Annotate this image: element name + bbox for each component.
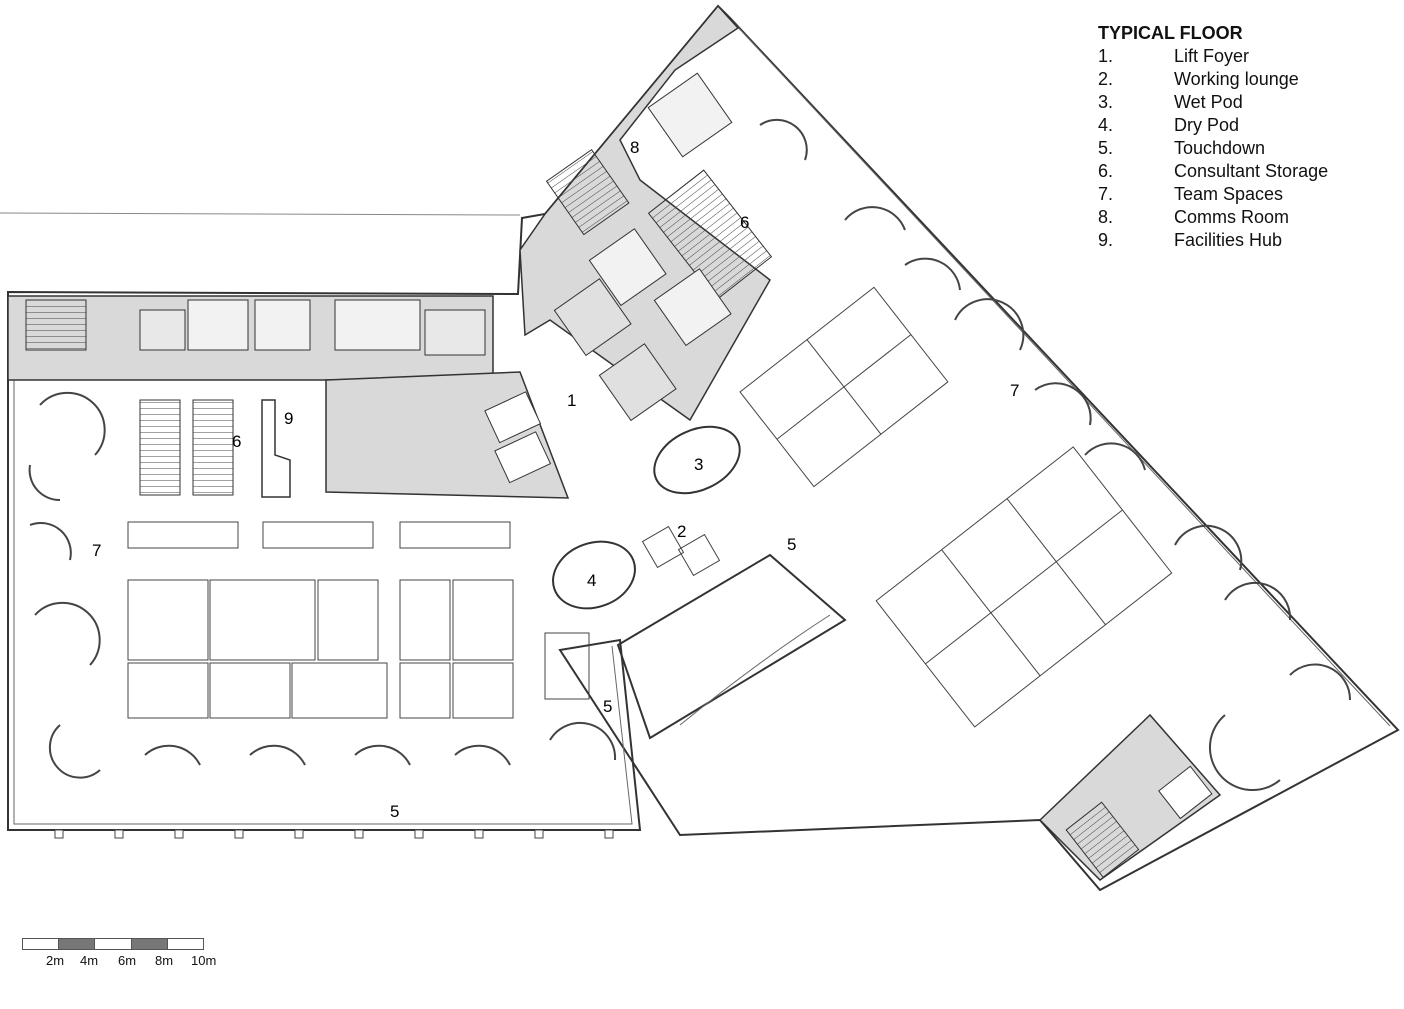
scale-tick-label: 10m — [191, 953, 217, 968]
facilities-hub — [261, 399, 291, 498]
consultant-storage-core — [647, 169, 773, 301]
legend-item: 5. Touchdown — [1098, 137, 1328, 160]
label-facilities-hub: 9 — [284, 409, 293, 428]
lounge-table-1 — [641, 525, 685, 569]
legend-items: 1. Lift Foyer 2. Working lounge 3. Wet Pod 4. D… — [1098, 45, 1328, 252]
legend-item-label: Working lounge — [1174, 69, 1299, 89]
storage-rack-2 — [192, 399, 234, 496]
legend-item-number: 9. — [1098, 230, 1114, 250]
left-stair — [25, 299, 87, 351]
scale-labels: 2m 4m 6m 8m 10m — [22, 950, 216, 968]
atrium-bridge — [616, 553, 847, 740]
label-dry-pod: 4 — [587, 571, 596, 590]
legend-item-label: Facilities Hub — [1174, 230, 1283, 250]
legend-title: TYPICAL FLOOR — [1098, 23, 1243, 43]
legend-item-number: 6. — [1098, 161, 1114, 181]
left-lift-2 — [424, 309, 486, 356]
team-rooms-left — [127, 579, 514, 719]
legend-item: 2. Working lounge — [1098, 68, 1328, 91]
label-lift-foyer: 1 — [567, 391, 576, 410]
left-wc-1 — [187, 299, 249, 351]
label-working-lounge: 2 — [677, 522, 686, 541]
core-wc-a — [588, 228, 667, 307]
left-wc-2 — [254, 299, 311, 351]
legend-item-number: 8. — [1098, 207, 1114, 227]
legend-item: 8. Comms Room — [1098, 206, 1328, 229]
legend: TYPICAL FLOOR 1. Lift Foyer 2. Working loun… — [1098, 22, 1328, 252]
legend-item: 7. Team Spaces — [1098, 183, 1328, 206]
legend-item-number: 4. — [1098, 115, 1114, 135]
legend-item-label: Consultant Storage — [1174, 161, 1329, 181]
legend-item-label: Lift Foyer — [1174, 46, 1250, 66]
legend-item-label: Comms Room — [1174, 207, 1290, 227]
dry-pod — [552, 540, 636, 610]
building-outline — [7, 4, 1400, 892]
desk-rows — [127, 521, 590, 700]
label-touchdown-bottom: 5 — [390, 802, 399, 821]
legend-item-number: 5. — [1098, 138, 1114, 158]
legend-item-number: 2. — [1098, 69, 1114, 89]
left-lift-1 — [139, 309, 186, 351]
legend-item-number: 3. — [1098, 92, 1114, 112]
legend-item: 1. Lift Foyer — [1098, 45, 1328, 68]
storage-rack-1 — [139, 399, 181, 496]
scale-tick-label: 2m — [46, 953, 65, 968]
scale-tick-label: 6m — [118, 953, 137, 968]
label-team-spaces-right: 7 — [1010, 381, 1019, 400]
label-consultant-storage-core: 6 — [740, 213, 749, 232]
scale-tick-label: 8m — [155, 953, 174, 968]
lounge-table-2 — [677, 533, 721, 577]
label-comms-room: 8 — [630, 138, 639, 157]
core-stair — [545, 149, 630, 236]
legend-item: 9. Facilities Hub — [1098, 229, 1328, 252]
scale-bar-graphic — [22, 938, 204, 950]
legend-item-number: 1. — [1098, 46, 1114, 66]
label-touchdown-right: 5 — [787, 535, 796, 554]
label-touchdown-atrium: 5 — [603, 697, 612, 716]
legend-item: 6. Consultant Storage — [1098, 160, 1328, 183]
team-rooms-right-b — [875, 446, 1173, 728]
legend-item-label: Wet Pod — [1174, 92, 1243, 112]
core-lift-a — [553, 278, 632, 357]
label-wet-pod: 3 — [694, 455, 703, 474]
left-wc-3 — [334, 299, 421, 351]
wet-pod — [653, 425, 741, 495]
building-outline-inner — [13, 23, 1391, 825]
scale-bar: 2m 4m 6m 8m 10m — [22, 938, 216, 978]
core-lift-b — [598, 343, 677, 422]
core-wc-b — [653, 268, 732, 347]
touchdown-benches — [28, 118, 1352, 792]
comms-room — [647, 72, 733, 158]
site-boundary-line — [0, 212, 521, 216]
legend-item: 4. Dry Pod — [1098, 114, 1328, 137]
team-rooms-right-a — [739, 286, 949, 488]
label-team-spaces-left: 7 — [92, 541, 101, 560]
label-consultant-storage-left: 6 — [232, 432, 241, 451]
legend-item-label: Team Spaces — [1174, 184, 1284, 204]
legend-item-number: 7. — [1098, 184, 1114, 204]
legend-item: 3. Wet Pod — [1098, 91, 1328, 114]
window-mullions — [54, 829, 614, 839]
scale-tick-label: 4m — [80, 953, 99, 968]
legend-item-label: Touchdown — [1174, 138, 1266, 158]
legend-item-label: Dry Pod — [1174, 115, 1240, 135]
